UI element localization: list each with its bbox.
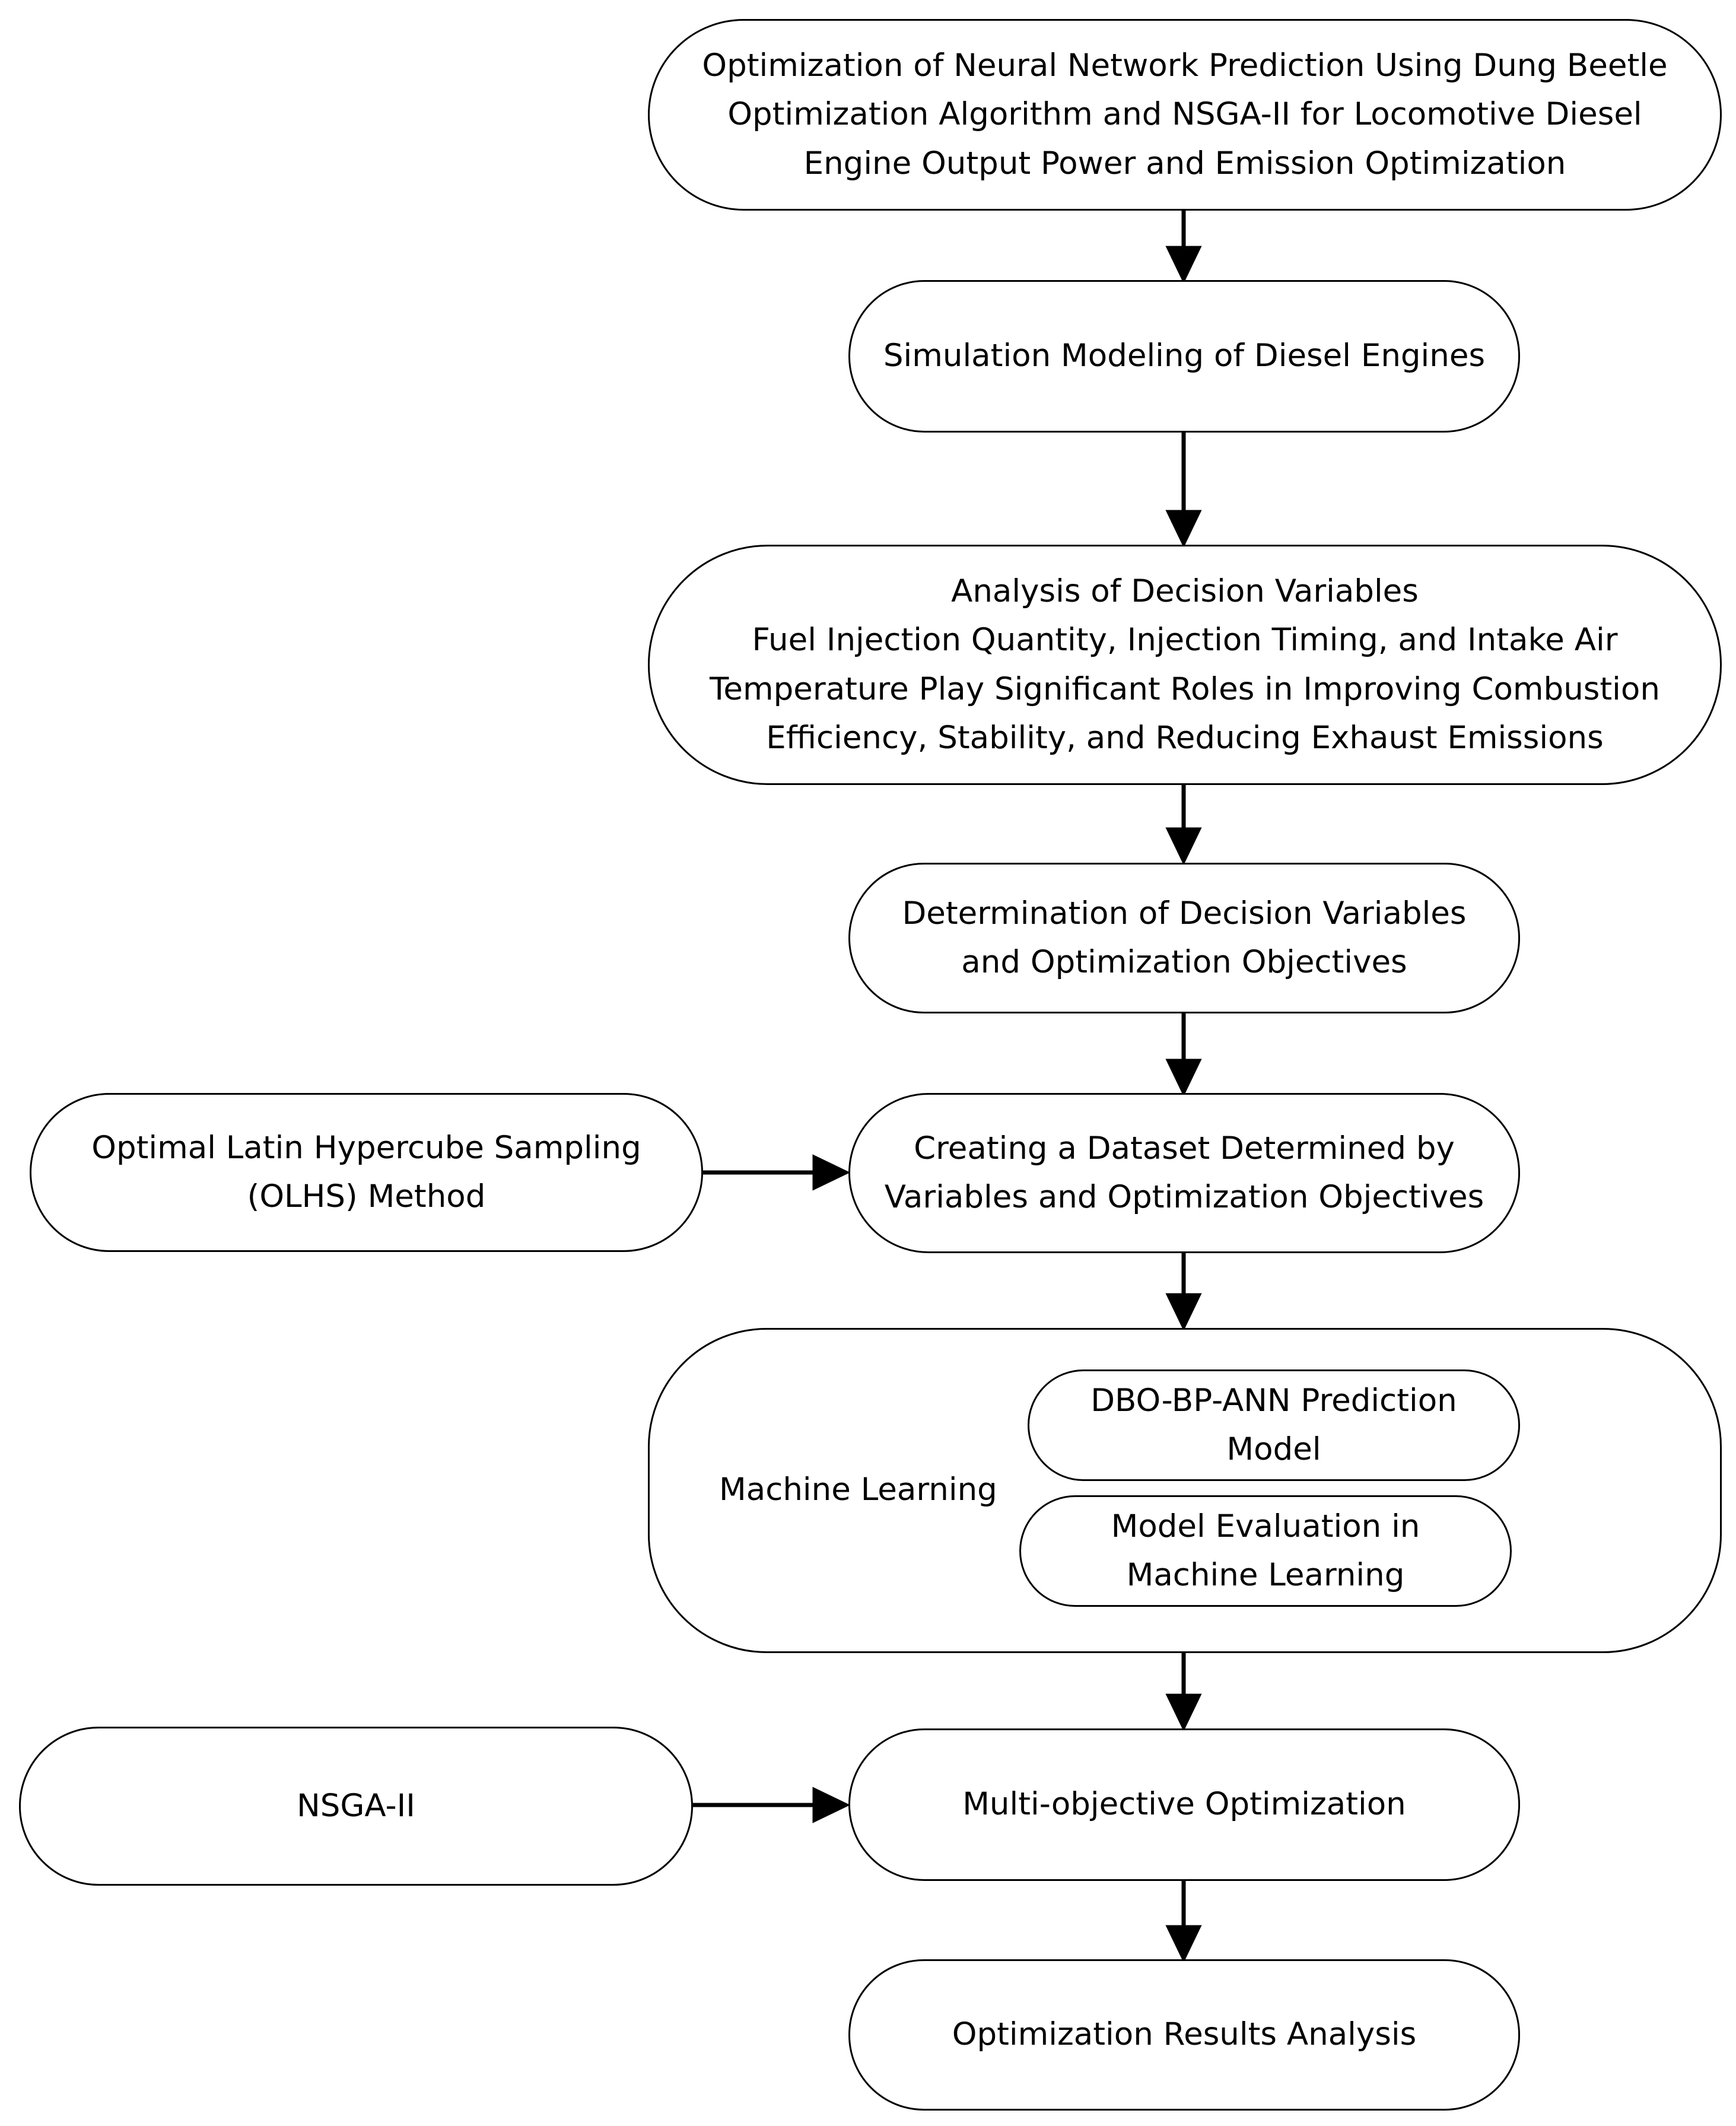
model-evaluation-line-1: Model Evaluation in	[1111, 1508, 1420, 1545]
multi-objective-node: Multi-objective Optimization	[848, 1728, 1520, 1881]
dataset-line-2: Variables and Optimization Objectives	[884, 1179, 1484, 1215]
determination-node: Determination of Decision Variables and …	[848, 863, 1520, 1013]
nsga-ii-node: NSGA-II	[19, 1727, 693, 1886]
analysis-node: Analysis of Decision Variables Fuel Inje…	[648, 545, 1722, 785]
dataset-line-1: Creating a Dataset Determined by	[914, 1130, 1455, 1167]
analysis-line-2: Fuel Injection Quantity, Injection Timin…	[752, 622, 1618, 659]
simulation-node: Simulation Modeling of Diesel Engines	[848, 280, 1520, 433]
title-line-2: Optimization Algorithm and NSGA-II for L…	[727, 96, 1642, 133]
nsga-ii-label: NSGA-II	[297, 1787, 415, 1824]
dbo-model-line-1: DBO-BP-ANN Prediction	[1090, 1382, 1457, 1419]
determination-line-2: and Optimization Objectives	[961, 944, 1407, 980]
analysis-line-4: Efficiency, Stability, and Reducing Exha…	[766, 719, 1604, 756]
results-label: Optimization Results Analysis	[952, 2016, 1417, 2053]
model-evaluation-node: Model Evaluation in Machine Learning	[1019, 1495, 1512, 1607]
olhs-line-1: Optimal Latin Hypercube Sampling	[91, 1129, 641, 1166]
title-node: Optimization of Neural Network Predictio…	[648, 19, 1722, 211]
title-line-1: Optimization of Neural Network Predictio…	[702, 47, 1668, 84]
determination-line-1: Determination of Decision Variables	[902, 895, 1467, 932]
analysis-line-3: Temperature Play Significant Roles in Im…	[710, 670, 1660, 707]
machine-learning-label: Machine Learning	[719, 1472, 997, 1508]
dbo-bp-ann-model-node: DBO-BP-ANN Prediction Model	[1028, 1369, 1520, 1481]
model-evaluation-line-2: Machine Learning	[1126, 1557, 1405, 1593]
multi-objective-label: Multi-objective Optimization	[962, 1786, 1406, 1823]
olhs-node: Optimal Latin Hypercube Sampling (OLHS) …	[30, 1093, 703, 1252]
dbo-model-line-2: Model	[1226, 1431, 1321, 1467]
analysis-line-1: Analysis of Decision Variables	[951, 573, 1419, 610]
olhs-line-2: (OLHS) Method	[247, 1178, 486, 1215]
title-line-3: Engine Output Power and Emission Optimiz…	[803, 145, 1566, 182]
dataset-node: Creating a Dataset Determined by Variabl…	[848, 1093, 1520, 1253]
results-node: Optimization Results Analysis	[848, 1959, 1520, 2111]
simulation-label: Simulation Modeling of Diesel Engines	[883, 338, 1486, 374]
